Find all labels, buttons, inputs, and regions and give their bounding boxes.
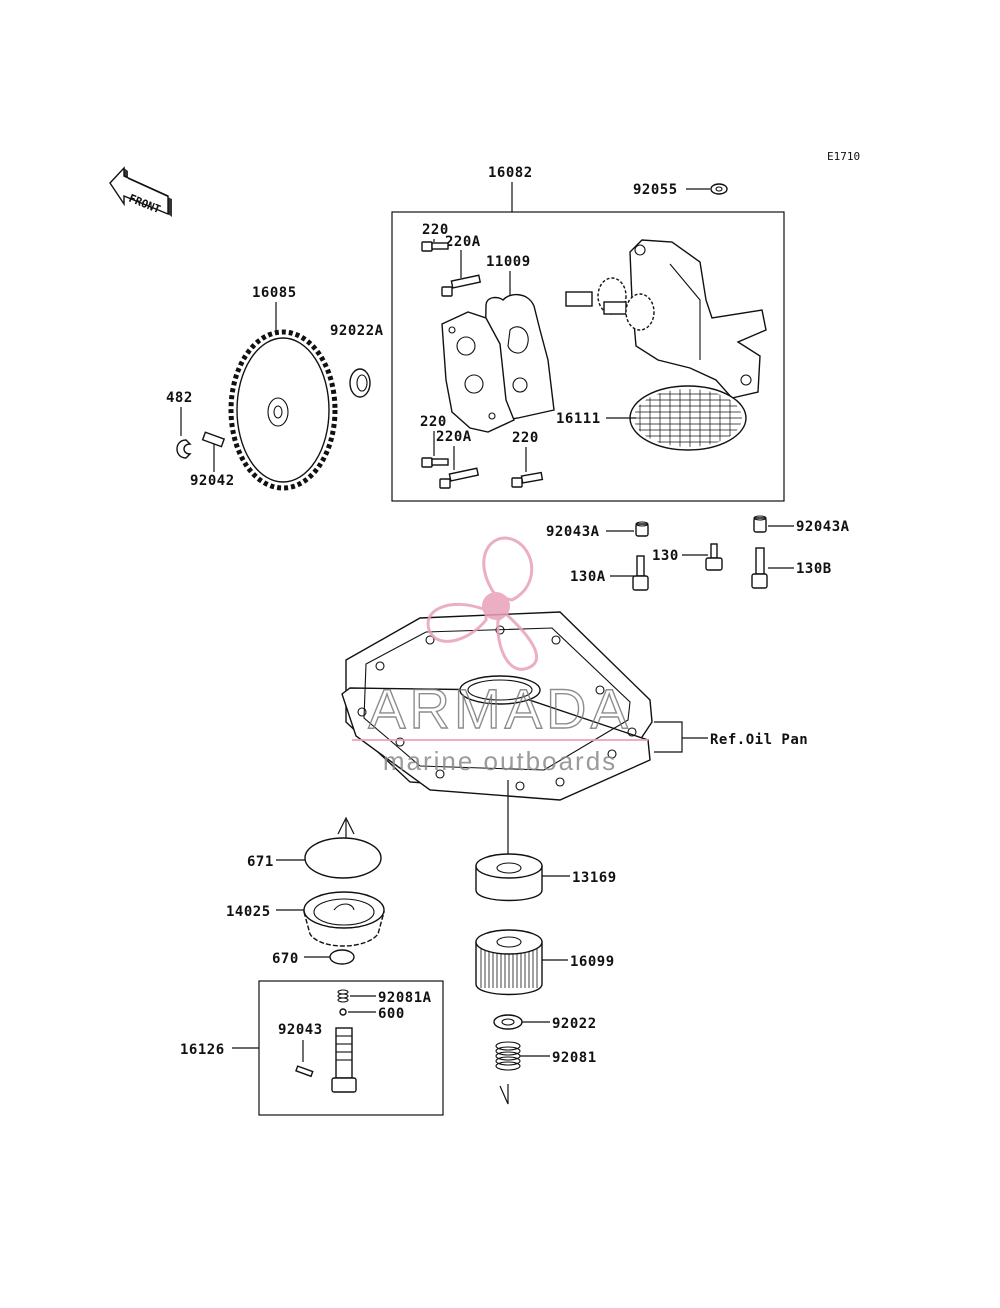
spring-92081a bbox=[337, 989, 349, 1003]
washer-92055 bbox=[710, 183, 728, 195]
label-92081a: 92081A bbox=[378, 990, 432, 1006]
label-92022a: 92022A bbox=[330, 323, 384, 339]
label-220-bottom-right: 220 bbox=[512, 430, 539, 446]
bolt-130b bbox=[751, 547, 768, 589]
pump-cover bbox=[441, 311, 515, 433]
label-16111: 16111 bbox=[556, 411, 601, 427]
label-92043: 92043 bbox=[278, 1022, 323, 1038]
pin-92042 bbox=[201, 431, 226, 448]
o-ring-670 bbox=[329, 949, 355, 965]
label-220a-top: 220A bbox=[445, 234, 481, 250]
pin-92043 bbox=[295, 1065, 314, 1078]
propeller-logo-icon bbox=[426, 536, 539, 671]
bolt-220-bottom-right bbox=[511, 471, 544, 488]
strainer-16111 bbox=[629, 385, 747, 451]
front-arrow-icon: FRONT bbox=[109, 166, 172, 217]
label-13169: 13169 bbox=[572, 870, 617, 886]
label-482: 482 bbox=[166, 390, 193, 406]
oil-filter-16099 bbox=[475, 929, 543, 996]
oil-pump-assembly-box bbox=[391, 211, 785, 502]
label-92081: 92081 bbox=[552, 1050, 597, 1066]
label-92043a-right: 92043A bbox=[796, 519, 850, 535]
armada-watermark: ARMADA marine outboards bbox=[352, 536, 648, 776]
label-16082: 16082 bbox=[488, 165, 533, 181]
label-600: 600 bbox=[378, 1006, 405, 1022]
watermark-brand: ARMADA bbox=[368, 677, 632, 740]
label-92042: 92042 bbox=[190, 473, 235, 489]
gear-16085 bbox=[228, 329, 338, 491]
bolt-220-bottom-left bbox=[421, 457, 449, 468]
label-11009: 11009 bbox=[486, 254, 531, 270]
label-ref-oil-pan: Ref.Oil Pan bbox=[710, 732, 808, 748]
bolt-130 bbox=[705, 543, 723, 571]
label-14025: 14025 bbox=[226, 904, 271, 920]
clip-482 bbox=[176, 439, 192, 459]
diagram-code: E1710 bbox=[827, 150, 860, 163]
oil-pump-body bbox=[629, 239, 767, 399]
dowel-92043a-right bbox=[753, 515, 767, 533]
label-220-top: 220 bbox=[422, 222, 449, 238]
bolt-220a-bottom bbox=[439, 467, 480, 489]
cover-14025 bbox=[303, 891, 385, 947]
relief-valve-body bbox=[331, 1027, 357, 1093]
label-670: 670 bbox=[272, 951, 299, 967]
label-671: 671 bbox=[247, 854, 274, 870]
cover-13169 bbox=[475, 853, 543, 902]
label-16085: 16085 bbox=[252, 285, 297, 301]
bolt-220-top bbox=[421, 241, 449, 252]
bolt-130a bbox=[632, 555, 649, 591]
spring-92081 bbox=[495, 1041, 521, 1071]
label-130: 130 bbox=[652, 548, 679, 564]
pump-rotor-shaft bbox=[565, 277, 655, 331]
washer-92022 bbox=[493, 1014, 523, 1030]
watermark-tagline: marine outboards bbox=[383, 746, 617, 776]
label-92055: 92055 bbox=[633, 182, 678, 198]
label-16099: 16099 bbox=[570, 954, 615, 970]
label-92022: 92022 bbox=[552, 1016, 597, 1032]
bolt-220a-top bbox=[441, 274, 482, 297]
label-130b: 130B bbox=[796, 561, 832, 577]
label-220-bottom-left: 220 bbox=[420, 414, 447, 430]
ball-600 bbox=[339, 1008, 347, 1016]
oil-pan-reference bbox=[341, 611, 653, 801]
label-92043a-left: 92043A bbox=[546, 524, 600, 540]
label-220a-bottom: 220A bbox=[436, 429, 472, 445]
label-130a: 130A bbox=[570, 569, 606, 585]
label-16126: 16126 bbox=[180, 1042, 225, 1058]
dowel-92043a-left bbox=[635, 521, 649, 537]
o-ring-671 bbox=[304, 837, 382, 879]
